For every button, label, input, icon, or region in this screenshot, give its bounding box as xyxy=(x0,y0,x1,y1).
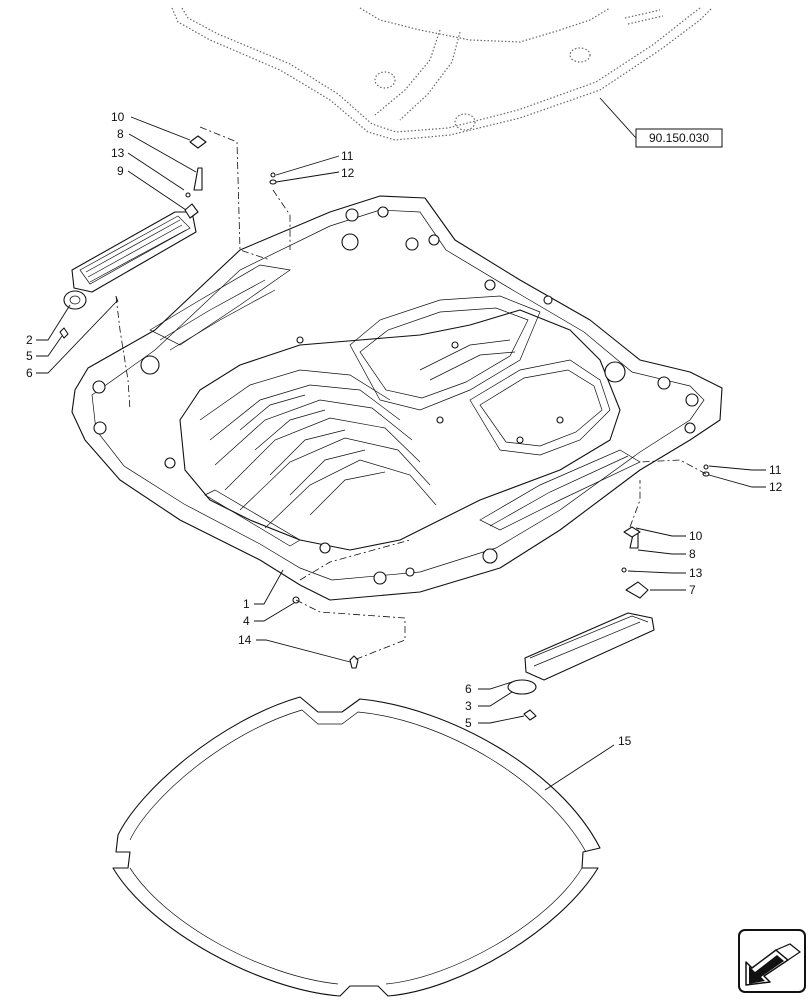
callout-12[interactable]: 12 xyxy=(769,480,783,494)
callout-5[interactable]: 5 xyxy=(26,349,33,363)
callout-3[interactable]: 3 xyxy=(465,699,472,713)
callout-13[interactable]: 13 xyxy=(689,566,703,580)
callout-4[interactable]: 4 xyxy=(243,614,250,628)
callout-13[interactable]: 13 xyxy=(111,146,125,160)
callout-6[interactable]: 6 xyxy=(465,682,472,696)
callout-2[interactable]: 2 xyxy=(26,333,33,347)
callout-11[interactable]: 11 xyxy=(341,149,354,163)
callout-1[interactable]: 1 xyxy=(243,597,250,611)
callout-8[interactable]: 8 xyxy=(117,127,124,141)
callout-labels: 10 8 13 9 11 12 2 5 6 11 12 10 8 13 7 1 … xyxy=(26,110,783,748)
callout-10[interactable]: 10 xyxy=(111,110,125,124)
callout-8[interactable]: 8 xyxy=(689,547,696,561)
headliner-housing xyxy=(71,195,723,601)
callout-7[interactable]: 7 xyxy=(689,583,696,597)
callout-9[interactable]: 9 xyxy=(117,164,124,178)
callout-12[interactable]: 12 xyxy=(341,166,355,180)
callout-14[interactable]: 14 xyxy=(238,633,252,647)
callout-11[interactable]: 11 xyxy=(769,463,782,477)
callout-10[interactable]: 10 xyxy=(689,529,703,543)
callout-15[interactable]: 15 xyxy=(618,734,632,748)
leader-lines xyxy=(36,116,766,791)
reference-label: 90.150.030 xyxy=(649,131,709,145)
reference-callout[interactable]: 90.150.030 xyxy=(599,97,723,148)
left-air-vent xyxy=(59,135,207,339)
seal-ring xyxy=(112,696,601,997)
alignment-lines xyxy=(115,126,707,661)
next-page-arrow-icon[interactable] xyxy=(738,929,806,993)
right-air-vent xyxy=(507,464,710,721)
callout-6[interactable]: 6 xyxy=(26,366,33,380)
callout-5[interactable]: 5 xyxy=(465,716,472,730)
upper-panel-reference xyxy=(171,7,713,141)
